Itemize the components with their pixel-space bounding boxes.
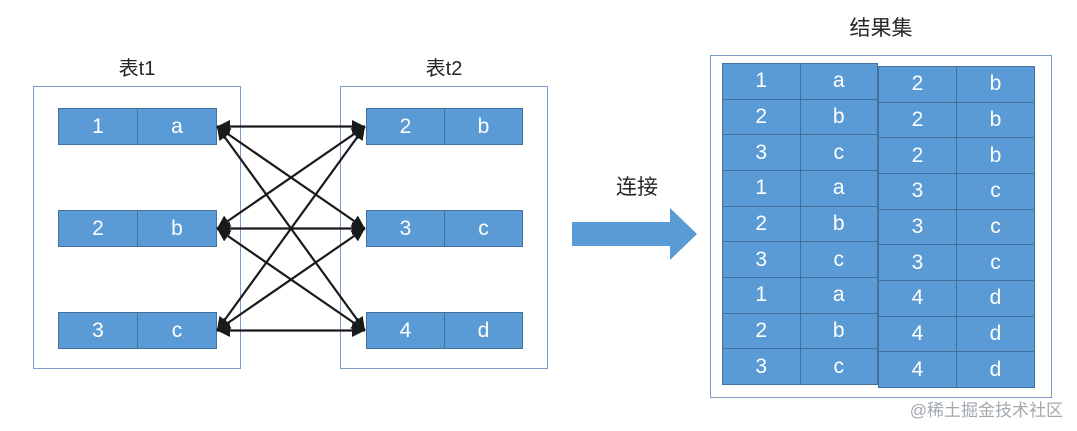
t1-row: 2 b bbox=[58, 210, 217, 247]
result-cell: 3 bbox=[879, 209, 957, 245]
t1-box: 1 a 2 b 3 c bbox=[33, 86, 241, 369]
result-cell: c bbox=[833, 247, 845, 271]
result-cell: c bbox=[833, 354, 845, 378]
result-cell: 1 bbox=[723, 278, 801, 313]
result-cell: c bbox=[833, 140, 845, 164]
result-cell: 3 bbox=[879, 174, 957, 209]
t2-row: 4 d bbox=[366, 312, 523, 349]
result-cell: 4 bbox=[879, 281, 957, 316]
t2-title: 表t2 bbox=[425, 58, 463, 80]
result-cell: 2 bbox=[879, 67, 957, 102]
t1-row: 3 c bbox=[58, 312, 217, 349]
result-cell: 2 bbox=[723, 99, 801, 135]
result-cell: a bbox=[832, 69, 845, 93]
join-label: 连接 bbox=[616, 176, 658, 199]
result-cell: 2 bbox=[879, 102, 957, 138]
result-cell: d bbox=[989, 357, 1002, 381]
t1-cell: 1 bbox=[59, 109, 138, 144]
result-cell: 4 bbox=[879, 316, 957, 352]
t1-cell: 2 bbox=[59, 211, 138, 246]
t2-cell: 3 bbox=[367, 211, 445, 246]
t2-cell: 4 bbox=[367, 313, 445, 348]
result-cell: 4 bbox=[879, 352, 957, 388]
t2-cell: 2 bbox=[367, 109, 445, 144]
result-cell: 3 bbox=[723, 349, 801, 385]
result-cell: c bbox=[990, 250, 1001, 274]
result-cell: 2 bbox=[879, 138, 957, 174]
result-cell: a bbox=[832, 283, 845, 307]
result-cell: 3 bbox=[879, 245, 957, 281]
t1-cell: 3 bbox=[59, 313, 138, 348]
t1-cell: a bbox=[171, 114, 183, 138]
t2-box: 2 b 3 c 4 d bbox=[340, 86, 548, 369]
result-cell: d bbox=[989, 322, 1002, 346]
result-cell: b bbox=[832, 212, 845, 236]
t2-cell: b bbox=[477, 114, 490, 138]
result-cell: c bbox=[990, 179, 1001, 203]
result-cell: 3 bbox=[723, 135, 801, 171]
t1-row: 1 a bbox=[58, 108, 217, 145]
result-cell: 1 bbox=[723, 64, 801, 99]
result-cell: c bbox=[990, 215, 1001, 239]
t2-row: 2 b bbox=[366, 108, 523, 145]
result-cell: 2 bbox=[723, 206, 801, 242]
join-arrow bbox=[572, 208, 697, 260]
result-cell: b bbox=[989, 72, 1002, 96]
t2-cell: d bbox=[477, 318, 490, 342]
result-cell: a bbox=[832, 176, 845, 200]
result-cell: 1 bbox=[723, 171, 801, 206]
result-title: 结果集 bbox=[849, 17, 913, 40]
result-cell: d bbox=[989, 286, 1002, 310]
t1-cell: c bbox=[171, 318, 183, 342]
result-cell: b bbox=[832, 105, 845, 128]
t1-cell: b bbox=[171, 216, 183, 240]
watermark: @稀土掘金技术社区 bbox=[909, 401, 1063, 420]
result-cell: b bbox=[832, 319, 845, 343]
result-cell: b bbox=[989, 143, 1002, 167]
result-cell: 3 bbox=[723, 242, 801, 278]
t2-row: 3 c bbox=[366, 210, 523, 247]
t2-cell: c bbox=[478, 216, 489, 240]
result-cell: b bbox=[989, 108, 1002, 131]
t1-title: 表t1 bbox=[118, 58, 156, 80]
result-cell: 2 bbox=[723, 313, 801, 349]
